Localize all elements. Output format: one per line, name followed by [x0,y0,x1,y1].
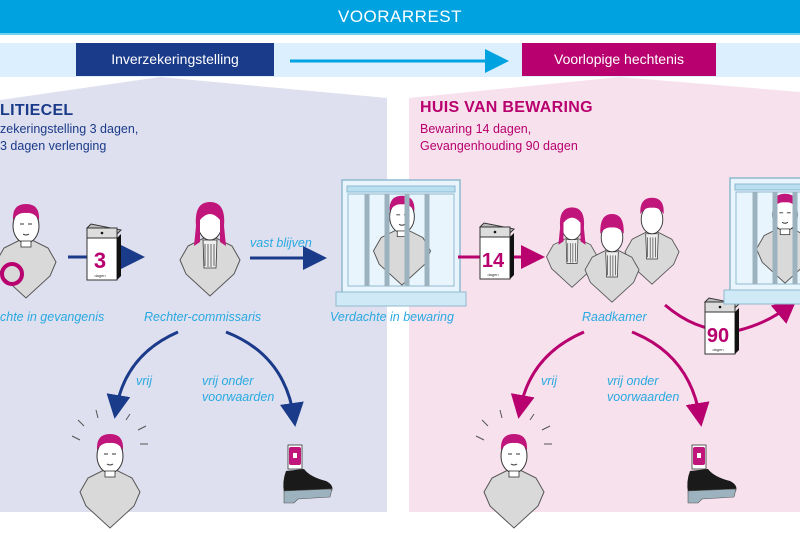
prison-window-right [723,177,800,305]
flow-arrow-3 [664,299,797,333]
arrow-right-free [510,330,585,419]
calendar-14-number: 14 [482,250,505,272]
caption-judge: Rechter-commissaris [144,310,262,324]
left-panel-subtitle: zekeringstelling 3 dagen, 3 dagen verlen… [0,121,138,155]
caption-stay: vast blijven [250,236,312,250]
caption-right-conditional-2: voorwaarden [607,390,680,404]
header-bar [0,0,800,35]
caption-right-conditional-1: vrij onder [607,374,659,388]
caption-left-conditional-1: vrij onder [202,374,254,388]
prison-window [335,179,467,307]
phase-voorlopige-hechtenis: Voorlopige hechtenis [522,43,716,76]
left-panel-title: LITIECEL [0,102,74,119]
left-panel-line-1: zekeringstelling 3 dagen, [0,122,139,136]
calendar-3-number: 3 [94,248,106,273]
phase-inverzekeringstelling: Inverzekeringstelling [76,43,274,76]
free-person-right [475,409,552,529]
arrow-left-free [106,330,179,419]
caption-in-custody: Verdachte in bewaring [330,310,454,324]
calendar-90-number: 90 [707,325,729,347]
caption-left-conditional-2: voorwaarden [202,390,275,404]
free-person-left [71,409,148,529]
caption-left-free: vrij [136,374,152,388]
calendar-14-unit: dagen [487,272,498,277]
chamber-judges [546,197,680,303]
caption-right-free: vrij [541,374,557,388]
calendar-3-unit: dagen [94,273,105,278]
judge-figure [179,202,241,297]
arrow-left-conditional [225,330,304,427]
right-panel-line-2: Gevangenhouding 90 dagen [420,139,578,153]
left-panel-line-2: 3 dagen verlenging [0,139,107,153]
right-panel-subtitle: Bewaring 14 dagen, Gevangenhouding 90 da… [420,121,578,155]
suspect-figure [0,203,57,299]
caption-chamber: Raadkamer [582,310,647,324]
header-title: VOORARREST [337,7,463,26]
right-panel-title: HUIS VAN BEWARING [420,99,593,116]
caption-suspect-cell: chte in gevangenis [0,310,105,324]
calendar-90-unit: dagen [712,347,723,352]
right-panel-line-1: Bewaring 14 dagen, [420,122,532,136]
arrow-right-conditional [631,330,710,427]
